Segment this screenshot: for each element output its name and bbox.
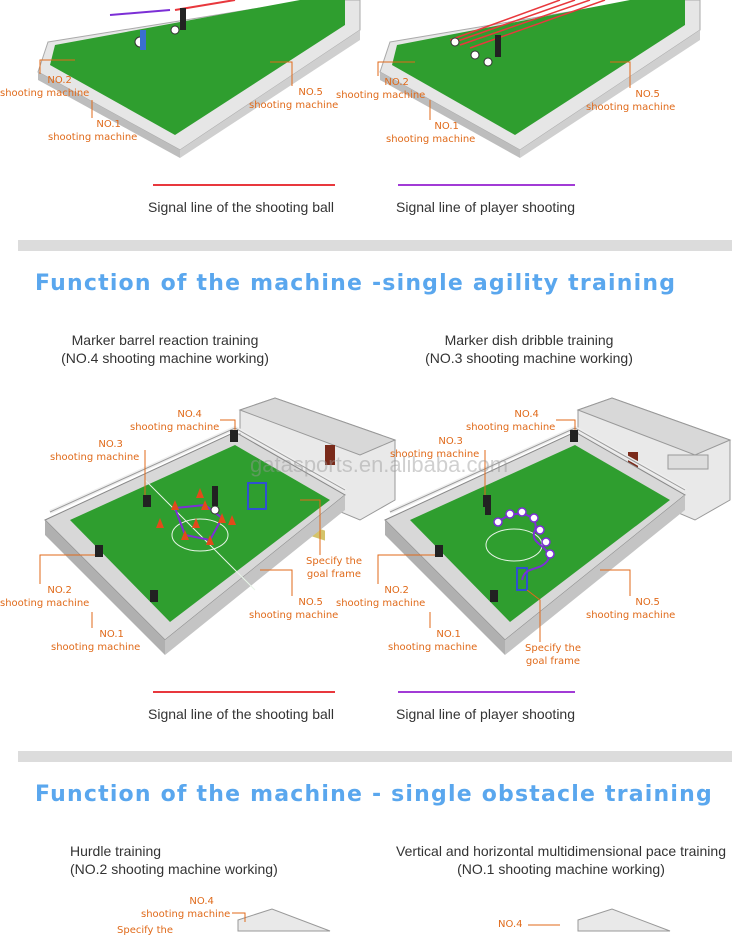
label-no1-sub: shooting machine: [388, 642, 478, 653]
legend-player-label: Signal line of player shooting: [396, 706, 576, 722]
label-no4: NO.4: [189, 896, 214, 907]
section-divider: [18, 751, 732, 762]
label-no1-sub: shooting machine: [48, 132, 138, 143]
label-no1: NO.1: [96, 119, 121, 130]
caption-left-line1: Hurdle training: [70, 843, 162, 859]
section-title-agility: Function of the machine -single agility …: [35, 271, 677, 296]
caption-left-line1: Marker barrel reaction training: [71, 332, 259, 348]
label-goal-2: goal frame: [525, 656, 581, 667]
section-divider: [18, 240, 732, 251]
label-no1-sub: shooting machine: [51, 642, 141, 653]
caption-left: Hurdle training (NO.2 shooting machine w…: [70, 842, 278, 878]
label-no4-sub: shooting machine: [130, 422, 220, 433]
label-no5-sub: shooting machine: [249, 100, 339, 111]
label-no5-sub: shooting machine: [249, 610, 339, 621]
label-goal-1: Specify the: [525, 643, 581, 654]
watermark: gatasports.en.alibaba.com: [250, 452, 509, 477]
label-no4: NO.4: [498, 919, 523, 930]
label-no1: NO.1: [436, 629, 461, 640]
legend-player-line: [398, 691, 575, 693]
label-goal-2: goal frame: [306, 569, 362, 580]
legend-ball-label: Signal line of the shooting ball: [148, 199, 335, 215]
label-no4: NO.4: [514, 409, 539, 420]
caption-right-line1: Vertical and horizontal multidimensional…: [396, 843, 726, 859]
label-no5-sub: shooting machine: [586, 610, 676, 621]
label-no5: NO.5: [298, 87, 323, 98]
caption-right: Marker dish dribble training (NO.3 shoot…: [418, 331, 640, 367]
label-no2: NO.2: [384, 585, 409, 596]
label-no3-sub: shooting machine: [390, 449, 480, 460]
label-no4-sub: shooting machine: [466, 422, 556, 433]
label-no3-sub: shooting machine: [50, 452, 140, 463]
label-no2-sub: shooting machine: [0, 598, 90, 609]
label-no2-sub: shooting machine: [336, 90, 426, 101]
caption-right-line2: (NO.3 shooting machine working): [425, 350, 633, 366]
legend-player-line: [398, 184, 575, 186]
legend-ball-line: [153, 184, 335, 186]
label-no2: NO.2: [384, 77, 409, 88]
caption-left-line2: (NO.4 shooting machine working): [61, 350, 269, 366]
arena-illustration-top-right: [379, 0, 701, 158]
caption-right-line2: (NO.1 shooting machine working): [457, 861, 665, 877]
caption-right: Vertical and horizontal multidimensional…: [388, 842, 734, 878]
label-no5: NO.5: [298, 597, 323, 608]
caption-right-line1: Marker dish dribble training: [444, 332, 614, 348]
label-no2: NO.2: [47, 75, 72, 86]
legend-ball-line: [153, 691, 335, 693]
label-no2-sub: shooting machine: [0, 88, 90, 99]
label-no1: NO.1: [434, 121, 459, 132]
arena-illustration-top-left: [37, 0, 361, 158]
label-no1: NO.1: [99, 629, 124, 640]
label-no3: NO.3: [98, 439, 123, 450]
label-no4-sub: shooting machine: [141, 909, 231, 920]
label-no5: NO.5: [635, 89, 660, 100]
label-no2-sub: shooting machine: [336, 598, 426, 609]
legend-ball-label: Signal line of the shooting ball: [148, 706, 335, 722]
legend-player-label: Signal line of player shooting: [396, 199, 576, 215]
label-no4: NO.4: [177, 409, 202, 420]
caption-left: Marker barrel reaction training (NO.4 sh…: [55, 331, 275, 367]
label-no5-sub: shooting machine: [586, 102, 676, 113]
label-no3: NO.3: [438, 436, 463, 447]
label-goal-1: Specify the: [306, 556, 362, 567]
caption-left-line2: (NO.2 shooting machine working): [70, 861, 278, 877]
label-no5: NO.5: [635, 597, 660, 608]
section-title-obstacle: Function of the machine - single obstacl…: [35, 782, 713, 807]
label-no2: NO.2: [47, 585, 72, 596]
label-no1-sub: shooting machine: [386, 134, 476, 145]
